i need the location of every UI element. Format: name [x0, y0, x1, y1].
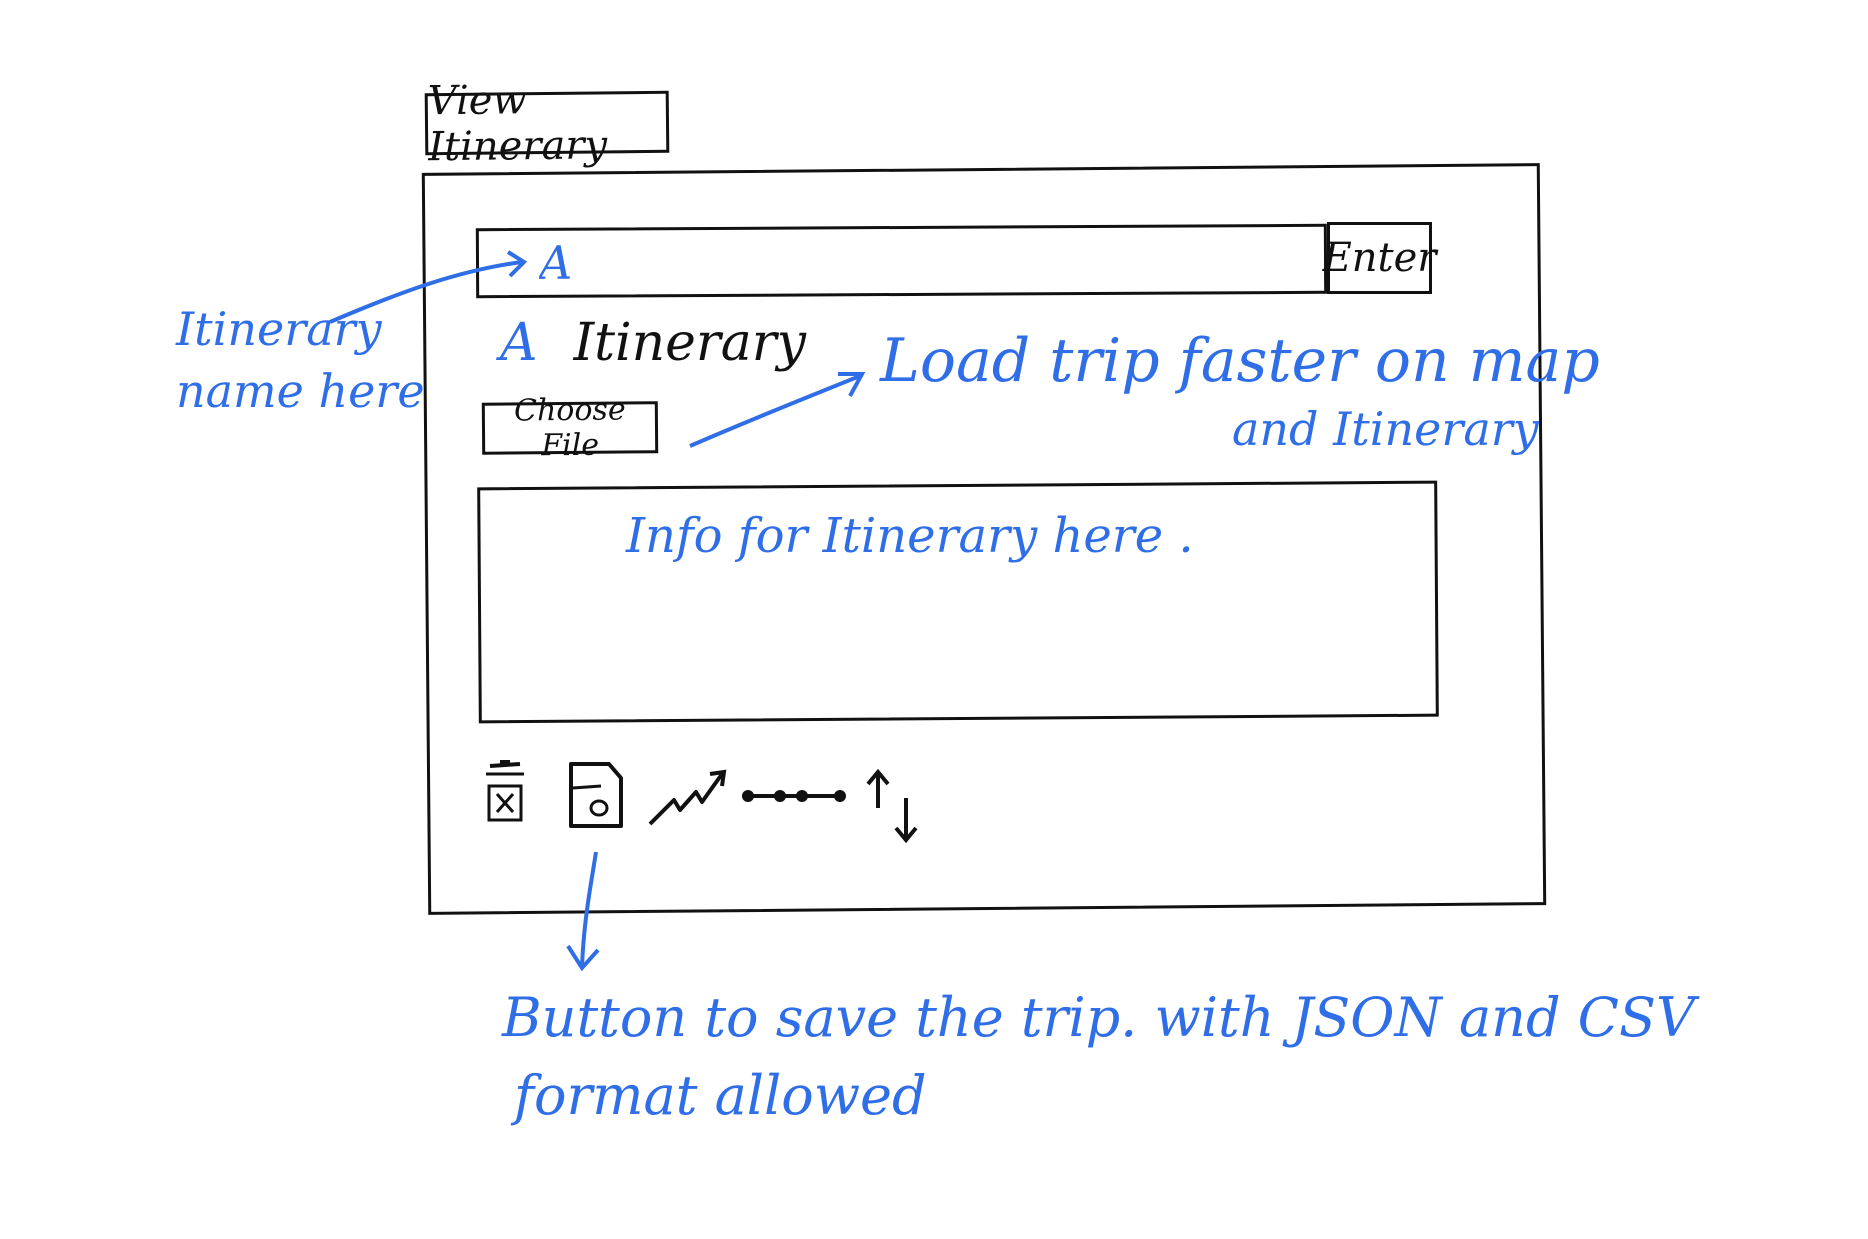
itinerary-info-text: Info for Itinerary here .: [626, 508, 1194, 564]
trend-icon[interactable]: [646, 762, 732, 832]
load-trip-note-line2: and Itinerary: [1232, 402, 1539, 456]
itinerary-name-input[interactable]: [475, 223, 1328, 299]
itinerary-title: A Itinerary: [500, 308, 806, 378]
save-icon[interactable]: [560, 760, 630, 830]
itinerary-name-note-line1: Itinerary: [176, 302, 382, 356]
itinerary-title-prefix: A: [500, 313, 538, 373]
save-button-note-line1: Button to save the trip. with JSON and C…: [502, 986, 1695, 1049]
path-icon[interactable]: [740, 770, 850, 820]
choose-file-button[interactable]: Choose File: [481, 393, 659, 463]
itinerary-name-note: Itinerary name here: [176, 298, 425, 422]
view-itinerary-tab[interactable]: View Itinerary: [424, 77, 670, 170]
reverse-icon[interactable]: [860, 766, 930, 846]
itinerary-name-note-line2: name here: [176, 364, 425, 418]
load-trip-note-line1: Load trip faster on map: [880, 326, 1600, 396]
save-button-note-line2: format allowed: [514, 1064, 927, 1127]
save-button-arrowhead: [566, 944, 600, 972]
itinerary-title-name: Itinerary: [573, 313, 806, 373]
delete-icon[interactable]: [470, 758, 540, 828]
enter-button[interactable]: Enter: [1323, 222, 1436, 294]
